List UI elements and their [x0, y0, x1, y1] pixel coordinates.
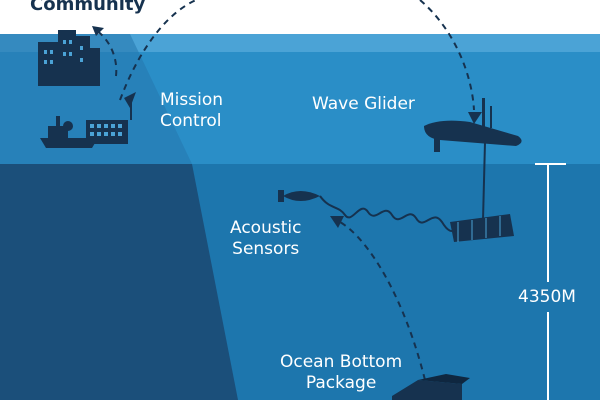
arrowhead-wave-glider	[468, 112, 482, 124]
depth-scale	[535, 163, 566, 400]
acoustic-sensors-label-line1: Acoustic	[230, 218, 302, 238]
community-label: Community	[30, 0, 146, 15]
continental-slope	[0, 164, 238, 400]
depth-label: 4350M	[518, 287, 576, 307]
acoustic-sensors-label: Acoustic Sensors	[230, 218, 301, 260]
arrowhead-community	[92, 26, 104, 36]
arrow-to-community	[95, 29, 118, 77]
wave-glider-label: Wave Glider	[312, 94, 415, 114]
arrow-sky-to-glider	[419, 0, 475, 111]
arrowhead-mission-control	[124, 92, 136, 108]
seafloor-package-icon	[392, 374, 470, 400]
ocean-bottom-label-line2: Package	[305, 373, 377, 393]
ocean-bottom-package-label: Ocean Bottom Package	[280, 352, 402, 394]
shallow-highlight-band	[0, 34, 600, 52]
data-flow-arrows	[95, 0, 475, 381]
mission-control-label: Mission Control	[160, 90, 223, 132]
arrow-bottom-to-sensors	[339, 221, 426, 381]
wave-glider-icon	[424, 98, 522, 242]
towed-sensor-icon	[278, 190, 456, 232]
mission-control-label-line2: Control	[160, 111, 222, 131]
ship-building-icon	[40, 100, 132, 148]
city-buildings-icon	[38, 30, 100, 86]
acoustic-sensors-label-line2: Sensors	[232, 239, 300, 259]
arrowhead-acoustic-sensors	[330, 216, 344, 228]
ocean-bottom-label-line1: Ocean Bottom	[280, 352, 403, 372]
mission-control-label-line1: Mission	[160, 90, 224, 110]
